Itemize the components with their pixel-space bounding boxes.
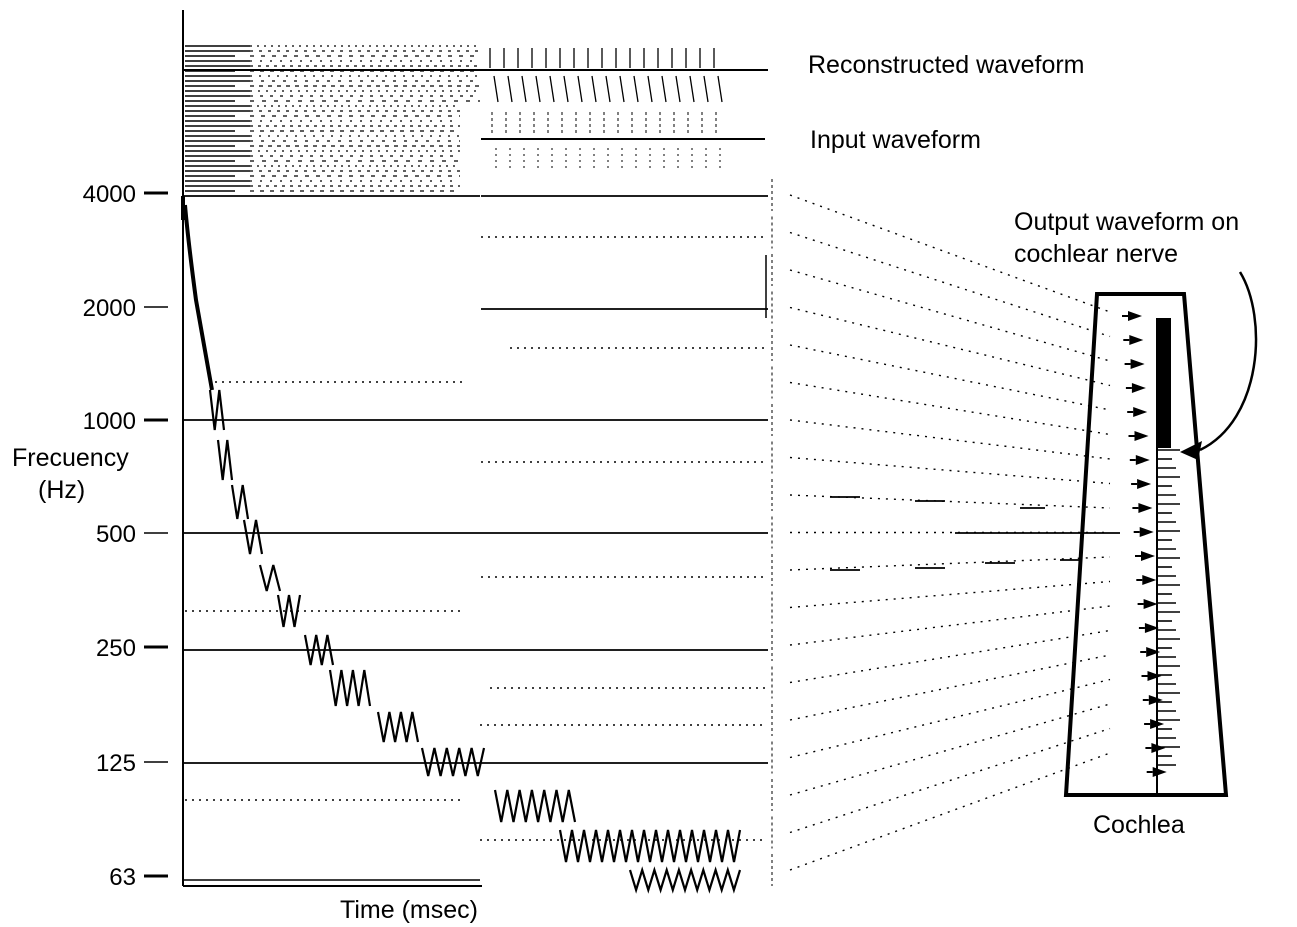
connector-line — [789, 381, 1111, 436]
staircase-step — [376, 711, 420, 743]
filter-band-traces — [183, 195, 768, 881]
staircase-step — [216, 439, 234, 481]
arrow-icon — [1139, 527, 1154, 537]
connector-line — [789, 605, 1111, 646]
reconstructed-tick — [717, 75, 723, 103]
staircase-step — [303, 634, 335, 666]
arrow-icon — [1134, 431, 1149, 441]
connector-line — [789, 727, 1111, 834]
x-axis-label: Time (msec) — [340, 896, 478, 924]
connector-line — [789, 752, 1111, 871]
arrow-icon — [1128, 311, 1142, 321]
cochlea — [1063, 292, 1229, 797]
y-axis-label-line1: Frecuency — [12, 444, 129, 472]
frequency-tick-label: 63 — [109, 864, 136, 891]
nerve-fibers — [1157, 449, 1180, 766]
connector-line — [789, 344, 1111, 411]
arrow-icon — [1133, 407, 1148, 417]
arrow-icon — [1141, 551, 1155, 561]
reconstructed-tick — [521, 75, 527, 103]
cochlea-outline — [1063, 292, 1229, 797]
hair-cell-arrows — [1122, 311, 1167, 777]
reconstructed-tick — [535, 75, 541, 103]
reconstructed-tick — [605, 75, 611, 103]
connector-line — [789, 306, 1111, 387]
staircase-step — [628, 866, 742, 894]
cochlea-label: Cochlea — [1093, 811, 1185, 839]
output-staircase-waveform — [183, 204, 742, 894]
frequency-tick-label: 125 — [96, 750, 136, 777]
frequency-tick-label: 250 — [96, 635, 136, 662]
reconstructed-tick — [577, 75, 583, 103]
output-waveform-label-line1: Output waveform on — [1014, 208, 1239, 236]
nerve-bundle — [1157, 318, 1171, 448]
staircase-step — [258, 564, 282, 592]
staircase-step — [276, 594, 302, 628]
connector-line — [789, 494, 1111, 509]
frequency-tick-label: 1000 — [83, 408, 136, 435]
reconstructed-tick — [507, 75, 513, 103]
staircase-step — [420, 747, 486, 777]
reconstructed-tick — [675, 75, 681, 103]
arrow-icon — [1146, 647, 1161, 657]
arrow-icon — [1131, 383, 1146, 393]
staircase-curve — [183, 204, 214, 391]
connector-line — [789, 629, 1111, 684]
staircase-step — [558, 829, 742, 863]
reconstructed-waveform-label: Reconstructed waveform — [808, 51, 1085, 79]
connector-line — [789, 231, 1111, 338]
arrow-icon — [1138, 503, 1153, 513]
reconstructed-tick — [591, 75, 597, 103]
reconstructed-tick — [633, 75, 639, 103]
arrow-icon — [1129, 335, 1144, 345]
reconstructed-tick — [493, 75, 499, 103]
arrow-icon — [1135, 455, 1150, 465]
reconstructed-tick — [661, 75, 667, 103]
frequency-tick-label: 2000 — [83, 295, 136, 322]
y-axis-label-line2: (Hz) — [38, 476, 85, 504]
connector-dotted-lines — [771, 179, 1120, 886]
input-waveform-label: Input waveform — [810, 126, 981, 154]
staircase-step — [208, 389, 226, 431]
arrow-icon — [1150, 719, 1165, 729]
arrow-icon — [1152, 767, 1167, 777]
connector-line — [789, 678, 1111, 759]
connector-line — [789, 654, 1111, 721]
axes — [182, 10, 482, 887]
arrow-icon — [1142, 575, 1157, 585]
connector-line — [789, 194, 1111, 313]
arrow-icon — [1143, 599, 1158, 609]
frequency-ticks: 4000 2000 1000 500 250 125 63 — [83, 181, 168, 891]
top-waveform-traces — [181, 45, 768, 220]
frequency-tick-label: 4000 — [83, 181, 136, 208]
arrow-icon — [1144, 623, 1159, 633]
reconstructed-tick — [549, 75, 555, 103]
staircase-step — [230, 484, 250, 520]
staircase-step — [493, 789, 577, 823]
arrow-icon — [1130, 359, 1145, 369]
connector-line — [789, 456, 1111, 485]
staircase-step — [328, 669, 372, 707]
reconstructed-tick — [647, 75, 653, 103]
reconstructed-tick — [703, 75, 709, 103]
arrow-icon — [1151, 743, 1166, 753]
pointer-arrow — [1180, 271, 1258, 460]
connector-line — [789, 269, 1111, 362]
connector-line — [789, 419, 1111, 460]
connector-line — [789, 580, 1111, 609]
connector-line — [789, 556, 1111, 571]
reconstructed-tick — [689, 75, 695, 103]
arrow-icon — [1147, 671, 1162, 681]
staircase-step — [242, 519, 264, 555]
pointer-arrowhead — [1180, 441, 1202, 460]
frequency-tick-label: 500 — [96, 521, 136, 548]
connector-line — [789, 703, 1111, 796]
arrow-icon — [1137, 479, 1152, 489]
output-waveform-label-line2: cochlear nerve — [1014, 240, 1178, 268]
arrow-icon — [1148, 695, 1163, 705]
reconstructed-tick — [619, 75, 625, 103]
reconstructed-tick — [563, 75, 569, 103]
pointer-curve — [1199, 271, 1258, 452]
